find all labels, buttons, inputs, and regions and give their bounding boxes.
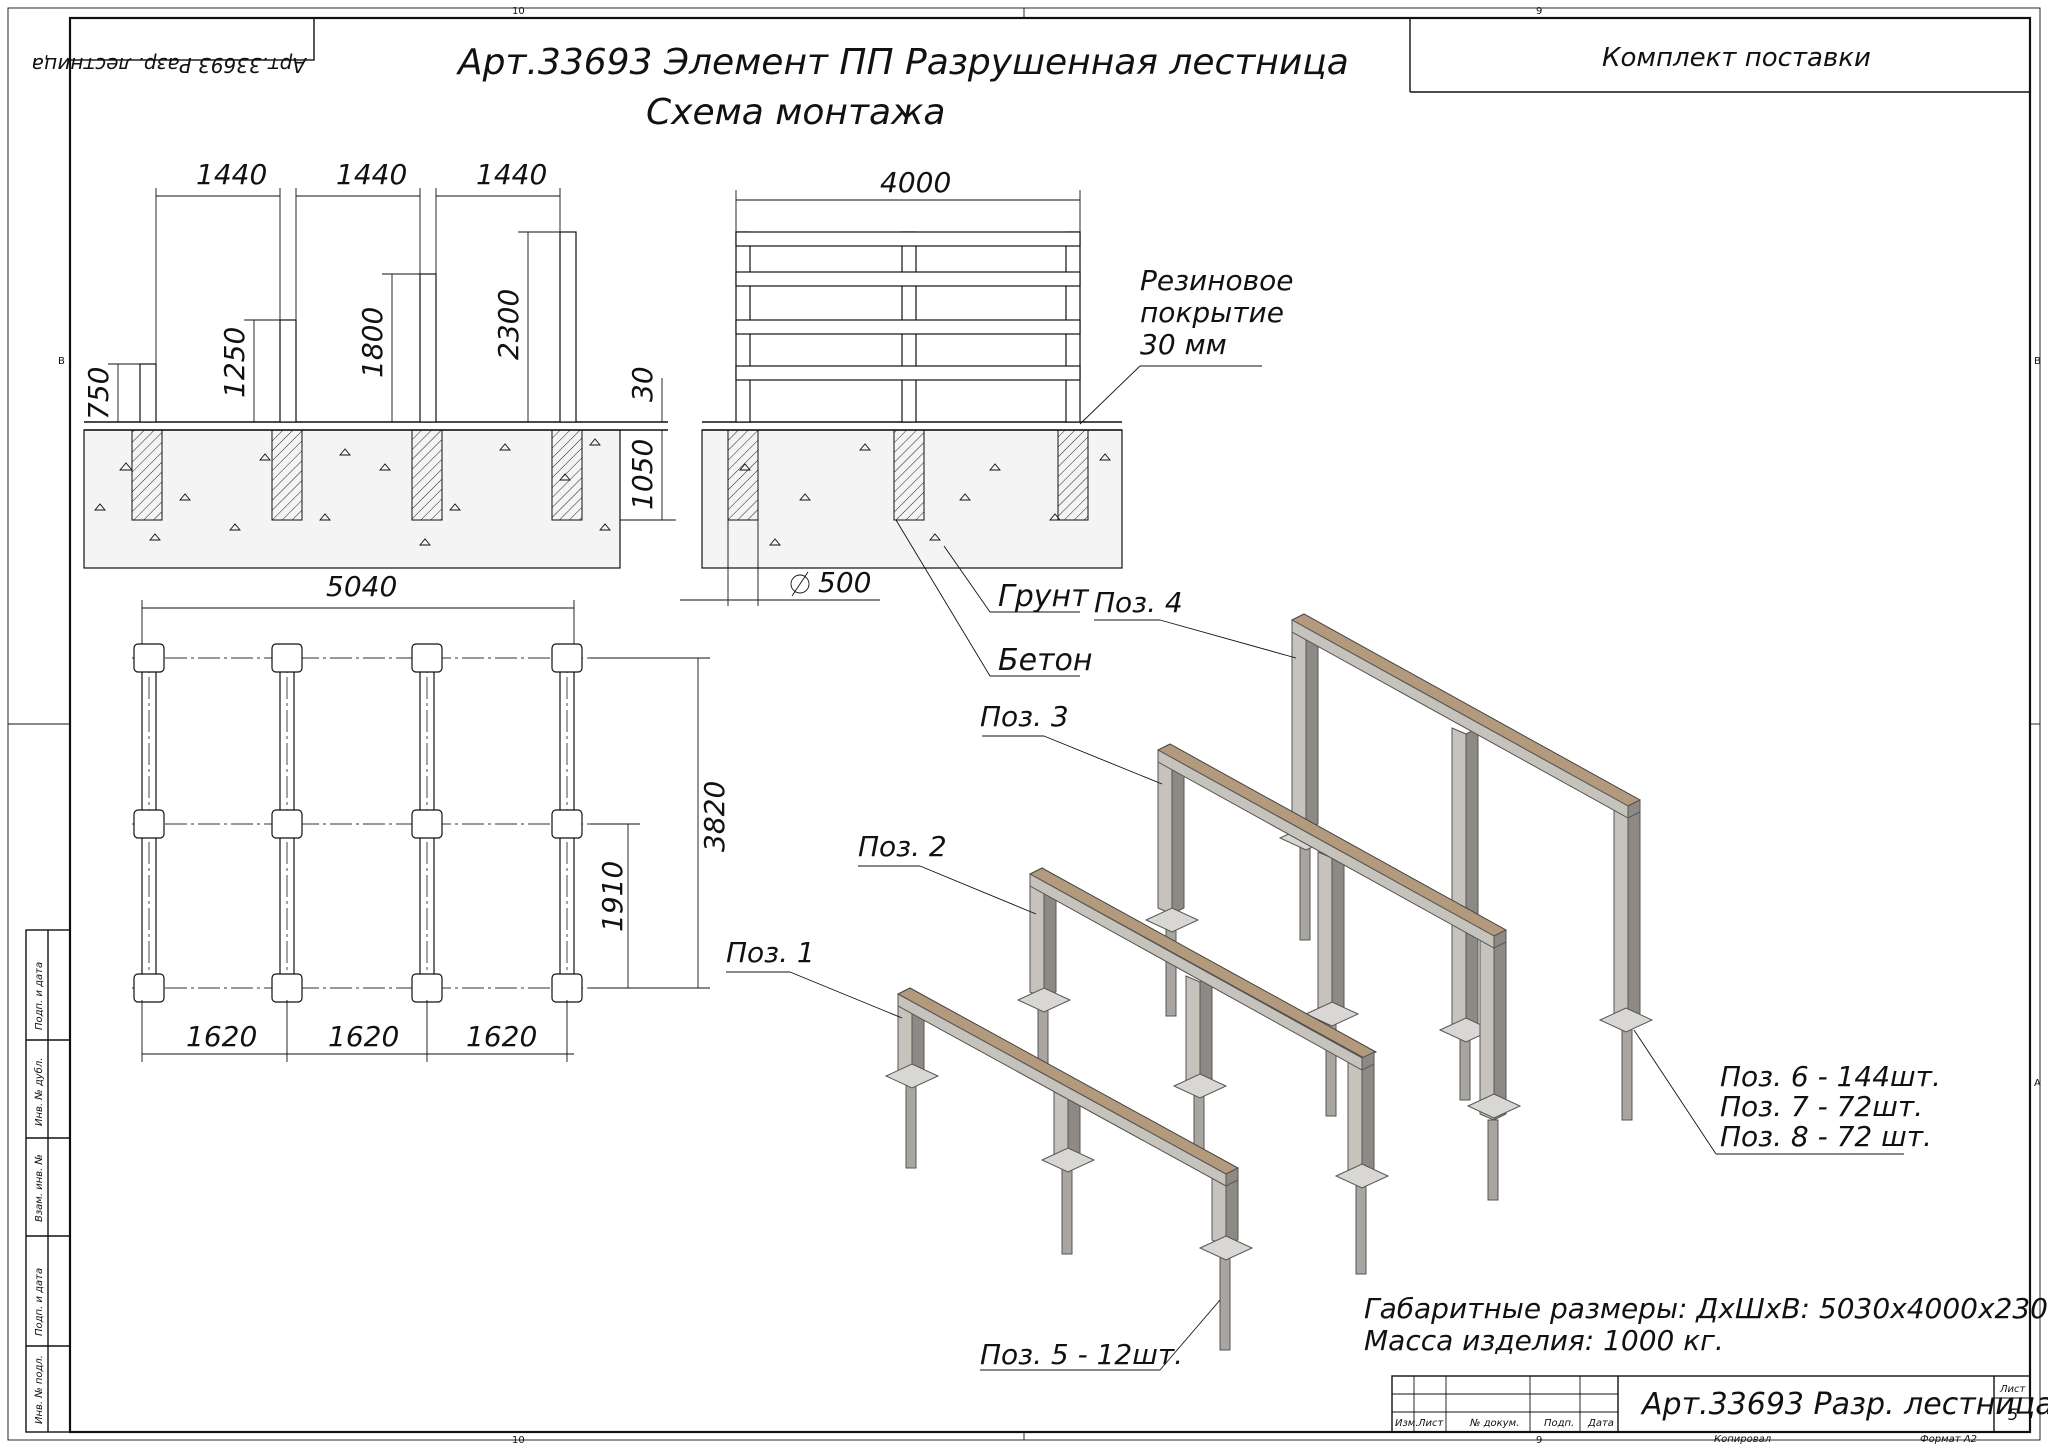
front-elevation	[83, 188, 676, 569]
dim-depth: 1050	[626, 439, 659, 510]
dim-total-5040: 5040	[326, 570, 397, 603]
dim-diameter: 500	[818, 566, 871, 599]
side-stamp	[25, 929, 71, 1433]
tb-col-list: Лист	[1417, 1418, 1445, 1429]
frame-pos3	[1144, 743, 1522, 1201]
mirrored-stamp: Арт.33693 Разр. лестница	[32, 17, 315, 77]
zone-bottom-right: 9	[1536, 1435, 1542, 1446]
dim-spacing-3: 1440	[476, 158, 547, 191]
post-1250	[279, 319, 297, 423]
sheet-frame	[7, 7, 2041, 1441]
side-stamp-1: Подп. и дата	[34, 962, 45, 1030]
label-pos4: Поз. 4	[1094, 586, 1183, 619]
tb-col-doc: № докум.	[1469, 1418, 1519, 1429]
label-rubber-2: покрытие	[1140, 296, 1284, 329]
post-2300	[559, 231, 577, 423]
isometric-view	[726, 613, 1904, 1371]
side-stamp-3: Взам. инв. №	[34, 1154, 45, 1222]
frame-pos1	[884, 987, 1254, 1351]
dim-h-1800: 1800	[356, 307, 389, 378]
dim-h-1250: 1250	[218, 327, 251, 398]
label-concrete: Бетон	[998, 643, 1092, 678]
dim-width-4000: 4000	[880, 166, 951, 199]
dim-pitch-3: 1620	[466, 1020, 537, 1053]
label-pos3: Поз. 3	[980, 700, 1069, 733]
label-soil: Грунт	[998, 579, 1090, 614]
side-stamp-2: Инв. № дубл.	[33, 1058, 45, 1126]
post-750	[139, 363, 157, 423]
dim-pitch-2: 1620	[328, 1020, 399, 1053]
label-pos6: Поз. 6 - 144шт.	[1720, 1060, 1941, 1093]
dim-h-750: 750	[82, 367, 115, 420]
rung-2	[735, 271, 1081, 287]
rung-1	[735, 231, 1081, 247]
label-pos2: Поз. 2	[858, 830, 947, 863]
ground-block-front	[83, 429, 621, 569]
dim-h-2300: 2300	[492, 289, 525, 360]
zone-left: B	[58, 356, 65, 367]
dim-spacing-1: 1440	[196, 158, 267, 191]
dim-spacing-2: 1440	[336, 158, 407, 191]
tb-copied: Копировал	[1714, 1434, 1772, 1445]
side-stamp-5: Инв. № подл.	[34, 1355, 45, 1424]
spec-dimensions: Габаритные размеры: ДхШхВ: 5030х4000х230…	[1364, 1292, 2048, 1325]
tb-sheet-number: 5	[2008, 1405, 2018, 1424]
dim-coating: 30	[626, 366, 659, 402]
side-stamp-4: Подп. и дата	[34, 1268, 45, 1336]
label-pos5: Поз. 5 - 12шт.	[980, 1338, 1183, 1371]
label-pos8: Поз. 8 - 72 шт.	[1720, 1120, 1932, 1153]
rung-4	[735, 365, 1081, 381]
label-pos7: Поз. 7 - 72шт.	[1720, 1090, 1923, 1123]
zone-right-top: B	[2034, 356, 2041, 367]
spec-mass: Масса изделия: 1000 кг.	[1364, 1324, 1724, 1357]
tb-col-podp: Подп.	[1544, 1418, 1574, 1429]
frame-pos2	[1016, 867, 1390, 1275]
tb-col-data: Дата	[1587, 1418, 1614, 1429]
label-rubber-1: Резиновое	[1140, 264, 1294, 297]
tb-col-izm: Изм.	[1395, 1418, 1419, 1429]
tb-designation: Арт.33693 Разр. лестница	[1640, 1387, 2048, 1422]
dim-1910: 1910	[596, 861, 629, 932]
rung-3	[735, 319, 1081, 335]
side-view	[680, 190, 1262, 677]
tb-format: Формат A2	[1920, 1434, 1977, 1445]
label-pos1: Поз. 1	[726, 936, 815, 969]
dim-3820: 3820	[698, 781, 731, 852]
zone-top-left: 10	[512, 6, 525, 17]
frame-pos4	[1278, 613, 1654, 1121]
label-rubber-3: 30 мм	[1140, 328, 1227, 361]
aggregate-marks	[94, 438, 611, 546]
title-block	[1391, 1375, 2031, 1433]
plan-view	[132, 600, 710, 1062]
mirrored-stamp-text: Арт.33693 Разр. лестница	[32, 53, 308, 77]
page-subtitle: Схема монтажа	[646, 92, 946, 133]
tb-sheet-label: Лист	[1999, 1384, 2027, 1395]
page-title: Арт.33693 Элемент ПП Разрушенная лестниц…	[456, 42, 1349, 83]
kit-title: Комплект поставки	[1602, 43, 1871, 73]
dim-pitch-1: 1620	[186, 1020, 257, 1053]
zone-right-bottom: A	[2034, 1078, 2041, 1089]
post-1800	[419, 273, 437, 423]
zone-top-right: 9	[1536, 6, 1542, 17]
zone-bottom-left: 10	[512, 1435, 525, 1446]
